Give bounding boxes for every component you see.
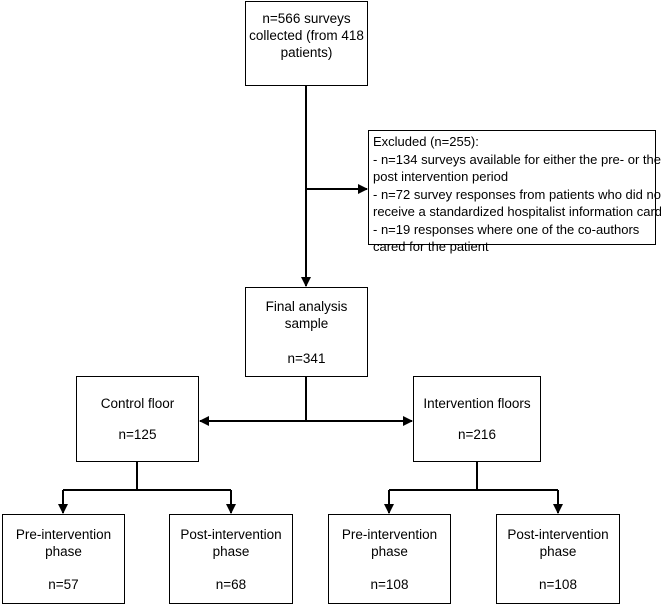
intervention-post-intervention-box: Post-intervention phase n=108 bbox=[496, 514, 620, 604]
phase-line-1: Pre-intervention bbox=[341, 526, 438, 542]
phase-line-2: phase bbox=[212, 543, 250, 559]
excluded-line: post intervention period bbox=[373, 169, 509, 184]
intervention-count: n=216 bbox=[458, 427, 496, 442]
control-title: Control floor bbox=[100, 396, 175, 411]
control-pre-intervention-box: Pre-intervention phase n=57 bbox=[2, 514, 125, 604]
excluded-line: - n=19 responses where one of the co-aut… bbox=[373, 221, 640, 237]
phase-count: n=108 bbox=[370, 576, 409, 592]
phase-line-2: phase bbox=[539, 543, 577, 559]
excluded-line: cared for the patient bbox=[373, 239, 489, 254]
phase-line-1: Post-intervention bbox=[180, 526, 282, 542]
final-title: Final analysis sample bbox=[265, 298, 348, 331]
final-count: n=341 bbox=[287, 350, 326, 366]
phase-line-1: Post-intervention bbox=[507, 526, 609, 542]
excluded-box: Excluded (n=255): - n=134 surveys availa… bbox=[368, 130, 661, 254]
collected-line-1: n=566 surveys bbox=[262, 11, 351, 26]
control-post-intervention-box: Post-intervention phase n=68 bbox=[169, 514, 293, 604]
excluded-title: Excluded (n=255): bbox=[373, 134, 479, 149]
intervention-title: Intervention floors bbox=[423, 396, 531, 411]
phase-line-2: phase bbox=[45, 543, 82, 559]
intervention-pre-intervention-box: Pre-intervention phase n=108 bbox=[328, 514, 451, 604]
surveys-collected-box: n=566 surveys collected (from 418 patien… bbox=[245, 1, 368, 86]
phase-count: n=68 bbox=[215, 576, 247, 592]
collected-line-3: patients) bbox=[280, 45, 333, 60]
phase-count: n=57 bbox=[48, 576, 79, 592]
intervention-floors-box: Intervention floors n=216 bbox=[413, 376, 541, 462]
collected-line-2: collected (from 418 bbox=[249, 28, 364, 43]
phase-line-1: Pre-intervention bbox=[15, 526, 112, 542]
phase-line-2: phase bbox=[371, 543, 408, 559]
control-count: n=125 bbox=[118, 427, 157, 442]
control-floor-box: Control floor n=125 bbox=[76, 376, 199, 462]
excluded-line: - n=134 surveys available for either the… bbox=[373, 151, 661, 167]
excluded-line: - n=72 survey responses from patients wh… bbox=[373, 186, 661, 202]
excluded-line: receive a standardized hospitalist infor… bbox=[373, 204, 661, 219]
phase-count: n=108 bbox=[539, 576, 577, 592]
final-sample-box: Final analysis sample n=341 bbox=[245, 287, 368, 377]
